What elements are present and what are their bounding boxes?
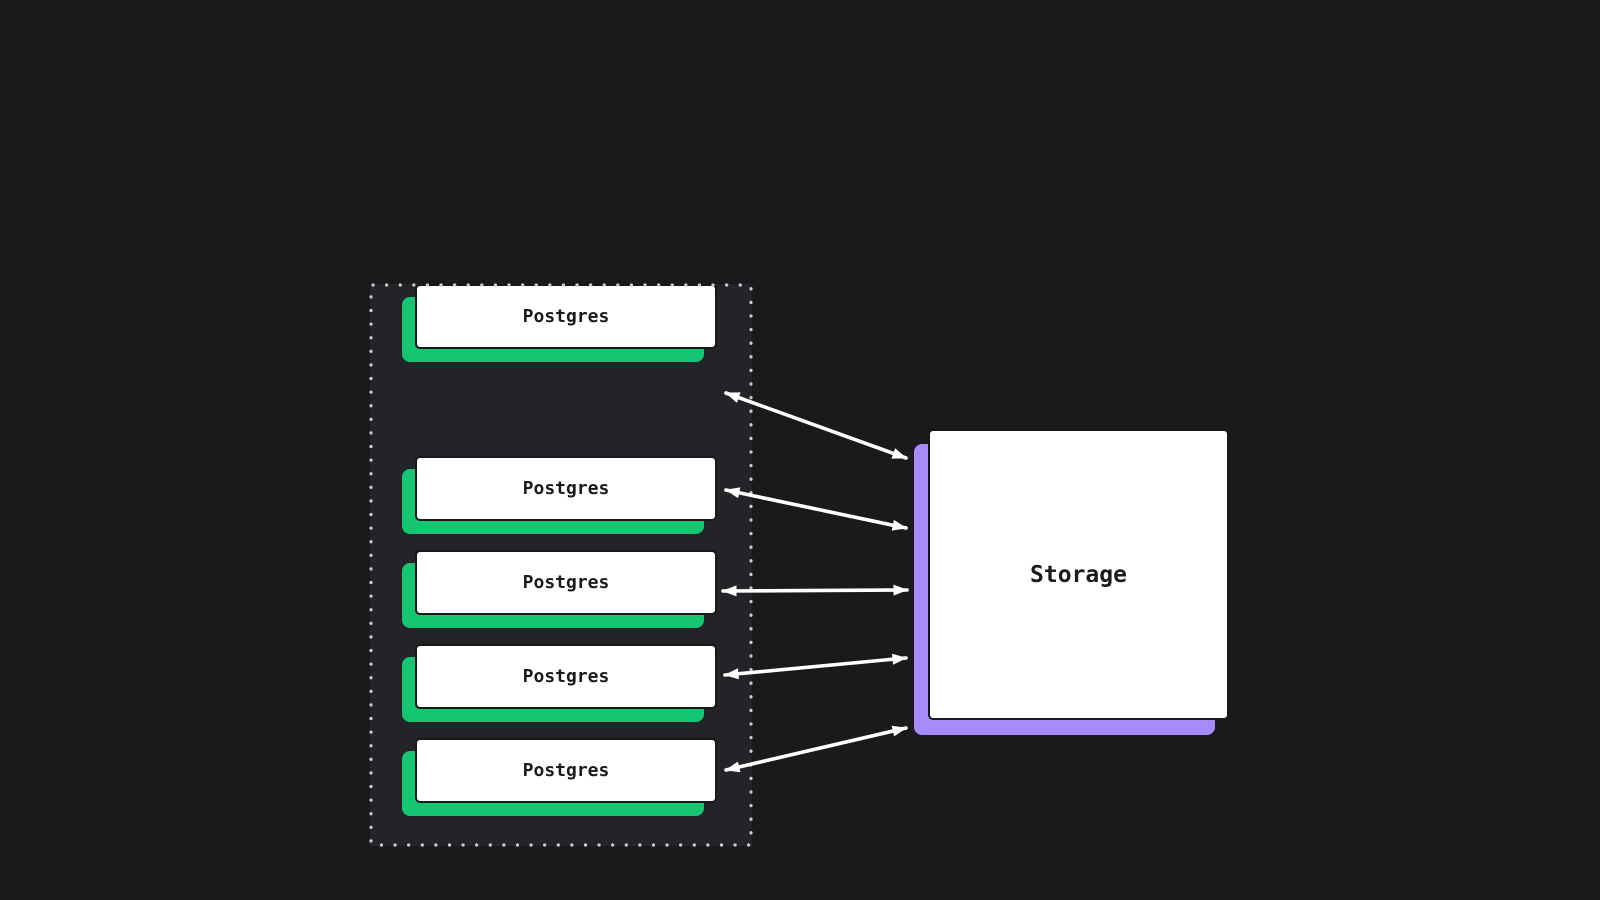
arrow-postgres-4-storage bbox=[723, 653, 908, 680]
node-label: Postgres bbox=[415, 284, 717, 349]
node-label: Postgres bbox=[415, 456, 717, 521]
node-label: Postgres bbox=[415, 738, 717, 803]
storage-label: Storage bbox=[928, 429, 1229, 720]
k8s-cluster-group: K8s Cluster Postgres Postgres Postgres P… bbox=[370, 284, 752, 846]
postgres-node-2: Postgres bbox=[402, 550, 717, 628]
postgres-node-3: Postgres bbox=[402, 644, 717, 722]
postgres-node-1: Postgres bbox=[402, 456, 717, 534]
node-label: Postgres bbox=[415, 550, 717, 615]
arrow-postgres-5-storage bbox=[724, 725, 908, 773]
storage-node: Storage bbox=[914, 429, 1229, 735]
postgres-node-5: Postgres bbox=[402, 284, 717, 362]
arrow-postgres-2-storage bbox=[724, 487, 908, 531]
arrow-postgres-1-storage bbox=[724, 391, 908, 460]
node-label: Postgres bbox=[415, 644, 717, 709]
postgres-node-4: Postgres bbox=[402, 738, 717, 816]
